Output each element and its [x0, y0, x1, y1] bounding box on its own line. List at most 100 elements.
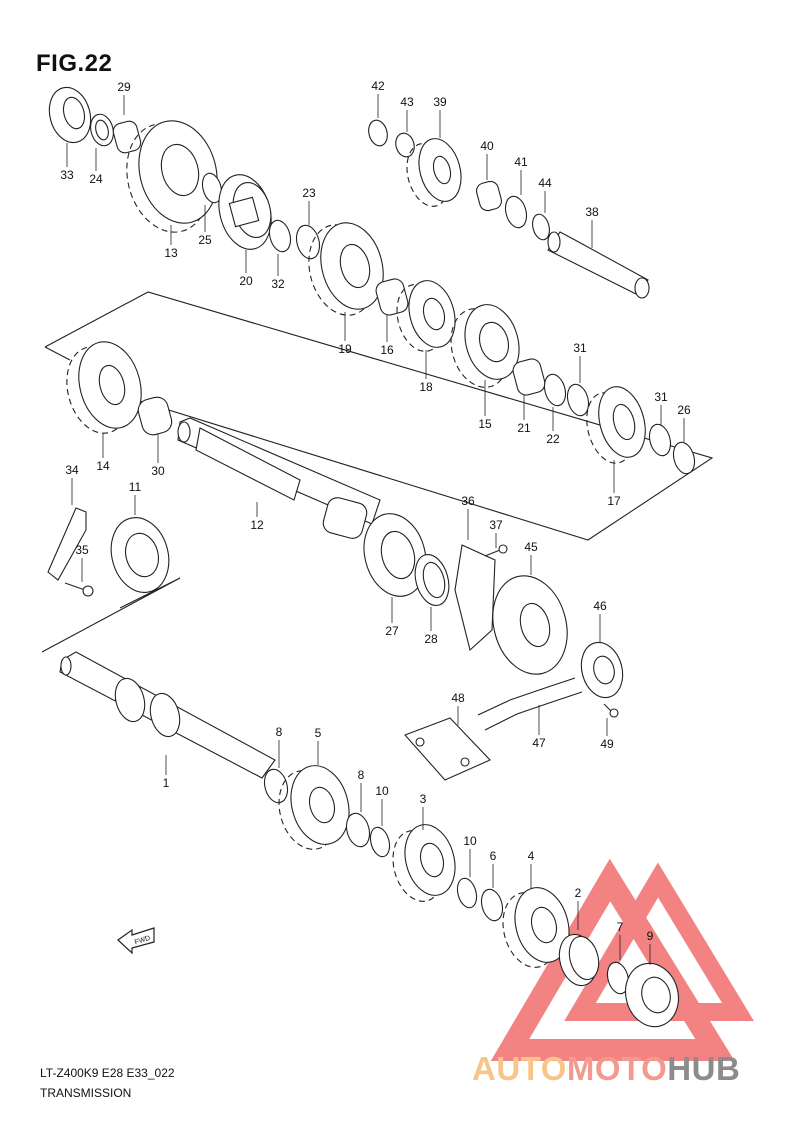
gear-3: [392, 824, 456, 902]
circlip-10b: [456, 877, 478, 909]
circlip-32: [268, 219, 292, 253]
part-label-40: 40: [480, 139, 494, 153]
clip-43: [395, 132, 415, 158]
part-label-4: 4: [528, 849, 535, 863]
gear-39: [406, 138, 462, 207]
figure-code: LT-Z400K9 E28 E33_022: [40, 1066, 175, 1080]
gear-14: [66, 341, 142, 434]
shaft-38: [547, 231, 650, 299]
assembly-outline: [41, 291, 714, 653]
part-label-9: 9: [647, 929, 654, 943]
chain-joint-48: [404, 717, 491, 781]
part-label-18: 18: [419, 380, 433, 394]
gear-20: [218, 174, 272, 250]
part-label-35: 35: [75, 543, 89, 557]
part-label-12: 12: [250, 518, 264, 532]
watermark-moto: MOTO: [566, 1050, 668, 1087]
part-label-37: 37: [489, 518, 503, 532]
part-label-5: 5: [315, 726, 322, 740]
bolt-49: [603, 703, 619, 718]
part-number-labels: 1234567889101011121314151617181920212223…: [60, 79, 691, 965]
gear-18: [396, 280, 456, 352]
plate-36: [454, 544, 496, 652]
bushing-40: [475, 180, 503, 212]
washer-8a: [263, 768, 289, 804]
part-label-1: 1: [163, 776, 170, 790]
bearing-16: [375, 278, 409, 316]
part-label-28: 28: [424, 632, 438, 646]
part-label-38: 38: [585, 205, 599, 219]
section-name: TRANSMISSION: [40, 1086, 132, 1100]
part-label-41: 41: [514, 155, 528, 169]
bearing-9: [625, 962, 679, 1028]
mainshaft-1: [59, 651, 276, 779]
part-label-31: 31: [573, 341, 587, 355]
chain-47: [477, 677, 583, 731]
part-label-10: 10: [463, 834, 477, 848]
gear-19: [308, 222, 384, 316]
watermark-auto: AUTO: [472, 1050, 567, 1087]
bolt-37: [484, 544, 508, 557]
part-label-32: 32: [271, 277, 285, 291]
washer-8b: [345, 812, 371, 848]
fwd-arrow-icon: FWD: [117, 927, 155, 955]
part-label-25: 25: [198, 233, 212, 247]
part-label-33: 33: [60, 168, 74, 182]
plate-34: [47, 507, 87, 581]
part-label-24: 24: [89, 172, 103, 186]
part-label-8: 8: [358, 768, 365, 782]
part-label-15: 15: [478, 417, 492, 431]
part-label-39: 39: [433, 95, 447, 109]
part-label-11: 11: [129, 480, 142, 494]
part-label-31: 31: [654, 390, 668, 404]
washer-46: [580, 641, 624, 699]
part-label-34: 34: [65, 463, 79, 477]
circlip-31b: [648, 423, 672, 457]
part-label-16: 16: [380, 343, 394, 357]
part-label-42: 42: [371, 79, 385, 93]
circlip-31a: [566, 383, 590, 417]
gear-4: [502, 887, 570, 968]
gear-2: [558, 933, 600, 987]
part-label-3: 3: [420, 792, 427, 806]
part-label-30: 30: [151, 464, 165, 478]
part-label-10: 10: [375, 784, 389, 798]
part-label-47: 47: [532, 736, 546, 750]
part-label-20: 20: [239, 274, 253, 288]
watermark-logo-text: AUTOMOTOHUB: [472, 1050, 740, 1088]
washer-41: [504, 195, 528, 229]
screw-35: [64, 582, 94, 597]
part-label-27: 27: [385, 624, 399, 638]
washer-6: [480, 888, 504, 922]
part-label-2: 2: [575, 886, 582, 900]
washer-42: [368, 119, 388, 147]
gear-5: [278, 765, 350, 850]
part-label-43: 43: [400, 95, 414, 109]
part-label-48: 48: [451, 691, 465, 705]
part-label-26: 26: [677, 403, 691, 417]
washer-26: [672, 441, 696, 475]
circlip-10a: [369, 826, 391, 858]
bearing-33: [48, 86, 92, 144]
washer-7: [606, 961, 630, 995]
part-label-45: 45: [524, 540, 538, 554]
figure-title: FIG.22: [36, 50, 113, 77]
part-label-7: 7: [617, 920, 624, 934]
watermark-hub: HUB: [667, 1050, 741, 1087]
gear-13: [126, 120, 218, 233]
part-label-8: 8: [276, 725, 283, 739]
washer-24: [90, 113, 114, 147]
washer-23: [295, 224, 321, 260]
part-label-6: 6: [490, 849, 497, 863]
part-label-19: 19: [338, 342, 352, 356]
part-label-49: 49: [600, 737, 614, 751]
washer-22: [543, 373, 567, 407]
part-label-36: 36: [461, 494, 475, 508]
part-label-17: 17: [607, 494, 621, 508]
part-label-29: 29: [117, 80, 131, 94]
part-label-46: 46: [593, 599, 607, 613]
gear-15: [450, 304, 520, 388]
bushing-29: [112, 120, 142, 154]
